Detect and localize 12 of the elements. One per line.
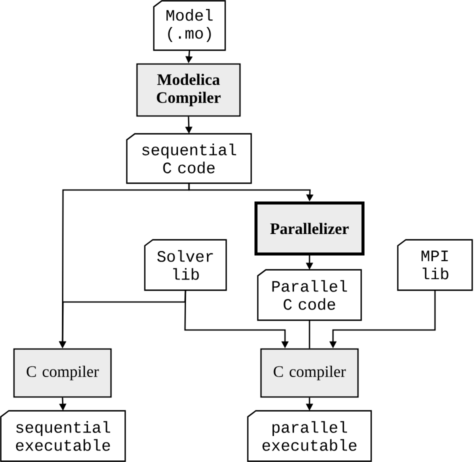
- file-box: Parallel C code: [257, 269, 362, 321]
- process-box: C compiler: [13, 348, 112, 398]
- file-box: sequential C code: [126, 133, 252, 184]
- process-box: Parallelizer: [254, 202, 364, 256]
- process-box: Modelica Compiler: [136, 63, 241, 117]
- connector-line: [308, 320, 310, 348]
- file-box: MPI lib: [397, 239, 473, 291]
- file-box: Model (.mo): [153, 0, 226, 51]
- process-box: C compiler: [260, 348, 359, 398]
- file-box: sequential executable: [0, 410, 126, 462]
- file-box: Solver lib: [144, 239, 227, 291]
- file-box: parallel executable: [247, 410, 372, 462]
